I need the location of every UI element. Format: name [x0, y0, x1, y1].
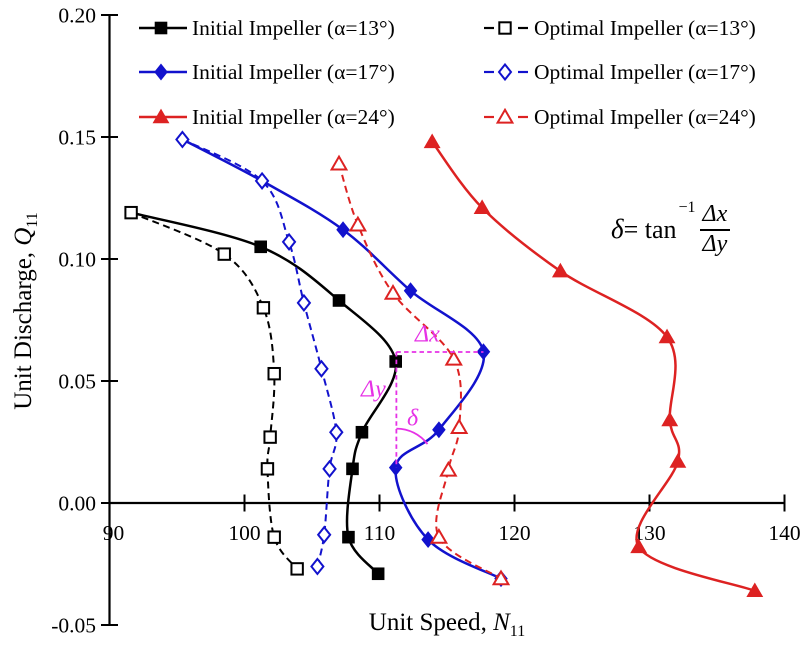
legend-label-initial-17: Initial Impeller (α=17°) [192, 60, 395, 84]
formula-equals-tan: = tan [623, 214, 677, 244]
svg-text:90: 90 [103, 521, 125, 545]
svg-text:0.00: 0.00 [58, 492, 96, 516]
svg-text:0.20: 0.20 [58, 4, 96, 28]
svg-text:100: 100 [228, 521, 260, 545]
svg-text:0.15: 0.15 [58, 126, 96, 150]
series-initial-24 [423, 133, 764, 598]
formula-fraction: Δx Δy [699, 201, 731, 259]
svg-text:0.05: 0.05 [58, 370, 96, 394]
legend-label-optimal-24: Optimal Impeller (α=24°) [534, 105, 756, 129]
legend-marker-initial-17-icon [139, 63, 187, 81]
series-optimal-17 [175, 130, 344, 576]
svg-text:0.10: 0.10 [58, 248, 96, 272]
legend-marker-optimal-24-icon [484, 108, 528, 124]
svg-text:-0.05: -0.05 [51, 614, 96, 638]
legend-item-initial-17: Initial Impeller (α=17°) [139, 60, 395, 84]
axes [101, 14, 786, 626]
formula-denominator: Δy [699, 228, 731, 259]
formula-numerator: Δx [702, 201, 728, 227]
x-axis-label-subscript: 11 [509, 623, 526, 640]
svg-text:δ: δ [407, 406, 419, 432]
svg-text:Δy: Δy [360, 376, 386, 402]
formula-exponent: −1 [678, 199, 696, 216]
legend-item-optimal-24: Optimal Impeller (α=24°) [483, 105, 756, 129]
svg-text:Δx: Δx [414, 321, 440, 347]
y-axis-label-variable: Q [10, 227, 37, 246]
legend-item-initial-13: Initial Impeller (α=13°) [139, 16, 395, 40]
y-axis-label-subscript: 11 [24, 212, 41, 228]
legend-marker-optimal-13-icon [484, 21, 528, 35]
delta-equation: δ = tan−1 Δx Δy [611, 199, 731, 259]
legend-item-optimal-17: Optimal Impeller (α=17°) [483, 60, 756, 84]
x-axis-label-text: Unit Speed, [368, 609, 494, 636]
legend-item-optimal-13: Optimal Impeller (α=13°) [483, 16, 756, 40]
legend-item-initial-24: Initial Impeller (α=24°) [139, 105, 395, 129]
formula-delta: δ [611, 214, 624, 245]
legend-label-initial-13: Initial Impeller (α=13°) [192, 16, 395, 40]
series-optimal-13 [124, 205, 304, 576]
x-axis-label-variable: N [493, 609, 510, 636]
series-initial-13 [124, 206, 402, 581]
legend-marker-initial-24-icon [139, 108, 187, 124]
legend-marker-initial-13-icon [139, 21, 187, 35]
legend-label-initial-24: Initial Impeller (α=24°) [192, 105, 395, 129]
y-axis-label-text: Unit Discharge, [10, 245, 37, 410]
x-axis-label: Unit Speed, N11 [297, 609, 597, 641]
y-axis-label: Unit Discharge, Q11 [10, 161, 42, 461]
series-optimal-24 [329, 154, 511, 586]
svg-text:120: 120 [498, 521, 530, 545]
svg-text:140: 140 [768, 521, 800, 545]
legend-marker-optimal-17-icon [484, 63, 528, 81]
legend-label-optimal-13: Optimal Impeller (α=13°) [534, 16, 756, 40]
svg-text:110: 110 [364, 521, 395, 545]
legend-label-optimal-17: Optimal Impeller (α=17°) [534, 60, 756, 84]
